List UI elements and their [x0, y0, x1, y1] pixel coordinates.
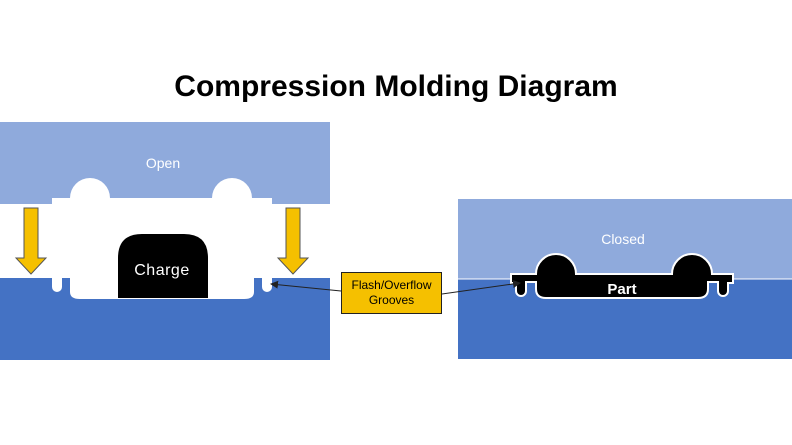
press-down-arrow-left: [14, 207, 48, 275]
open-top-mold-cavity: [52, 178, 272, 204]
open-mold: [0, 122, 330, 360]
part-label: Part: [607, 281, 637, 298]
charge-label: Charge: [134, 262, 190, 279]
press-down-arrow-right: [276, 207, 310, 275]
callout-line-1: Flash/Overflow: [351, 278, 432, 292]
closed-top-mold-half: [458, 199, 792, 279]
callout-pointer-left: [270, 280, 342, 292]
callout-pointer-right: [441, 280, 521, 295]
charge-shape: [118, 234, 208, 298]
diagram-title: Compression Molding Diagram: [174, 70, 618, 103]
open-label: Open: [145, 155, 181, 171]
part-shape: [510, 253, 734, 299]
open-top-mold-half: [0, 122, 330, 204]
callout-line-2: Grooves: [368, 293, 415, 307]
closed-label: Closed: [601, 231, 645, 247]
closed-mold: [458, 199, 792, 359]
flash-overflow-callout: Flash/Overflow Grooves: [341, 272, 442, 314]
